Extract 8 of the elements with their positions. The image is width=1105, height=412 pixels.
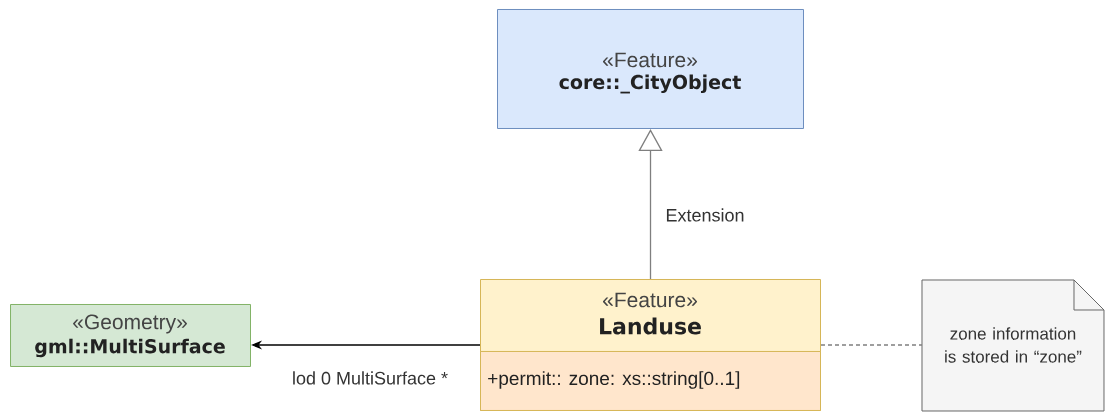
edge-label: Extension (663, 206, 747, 224)
connector (820, 344, 923, 346)
class-box: «Feature» core::_CityObject (497, 9, 804, 129)
connector (638, 129, 663, 280)
note: zone information is stored in “zone” (921, 279, 1105, 412)
attribute-compartment: +permit:: zone: xs::string[0..1] (480, 351, 821, 411)
edge-label: lod 0 MultiSurface * (290, 369, 451, 387)
class-box: «Geometry» gml::MultiSurface (10, 304, 251, 367)
